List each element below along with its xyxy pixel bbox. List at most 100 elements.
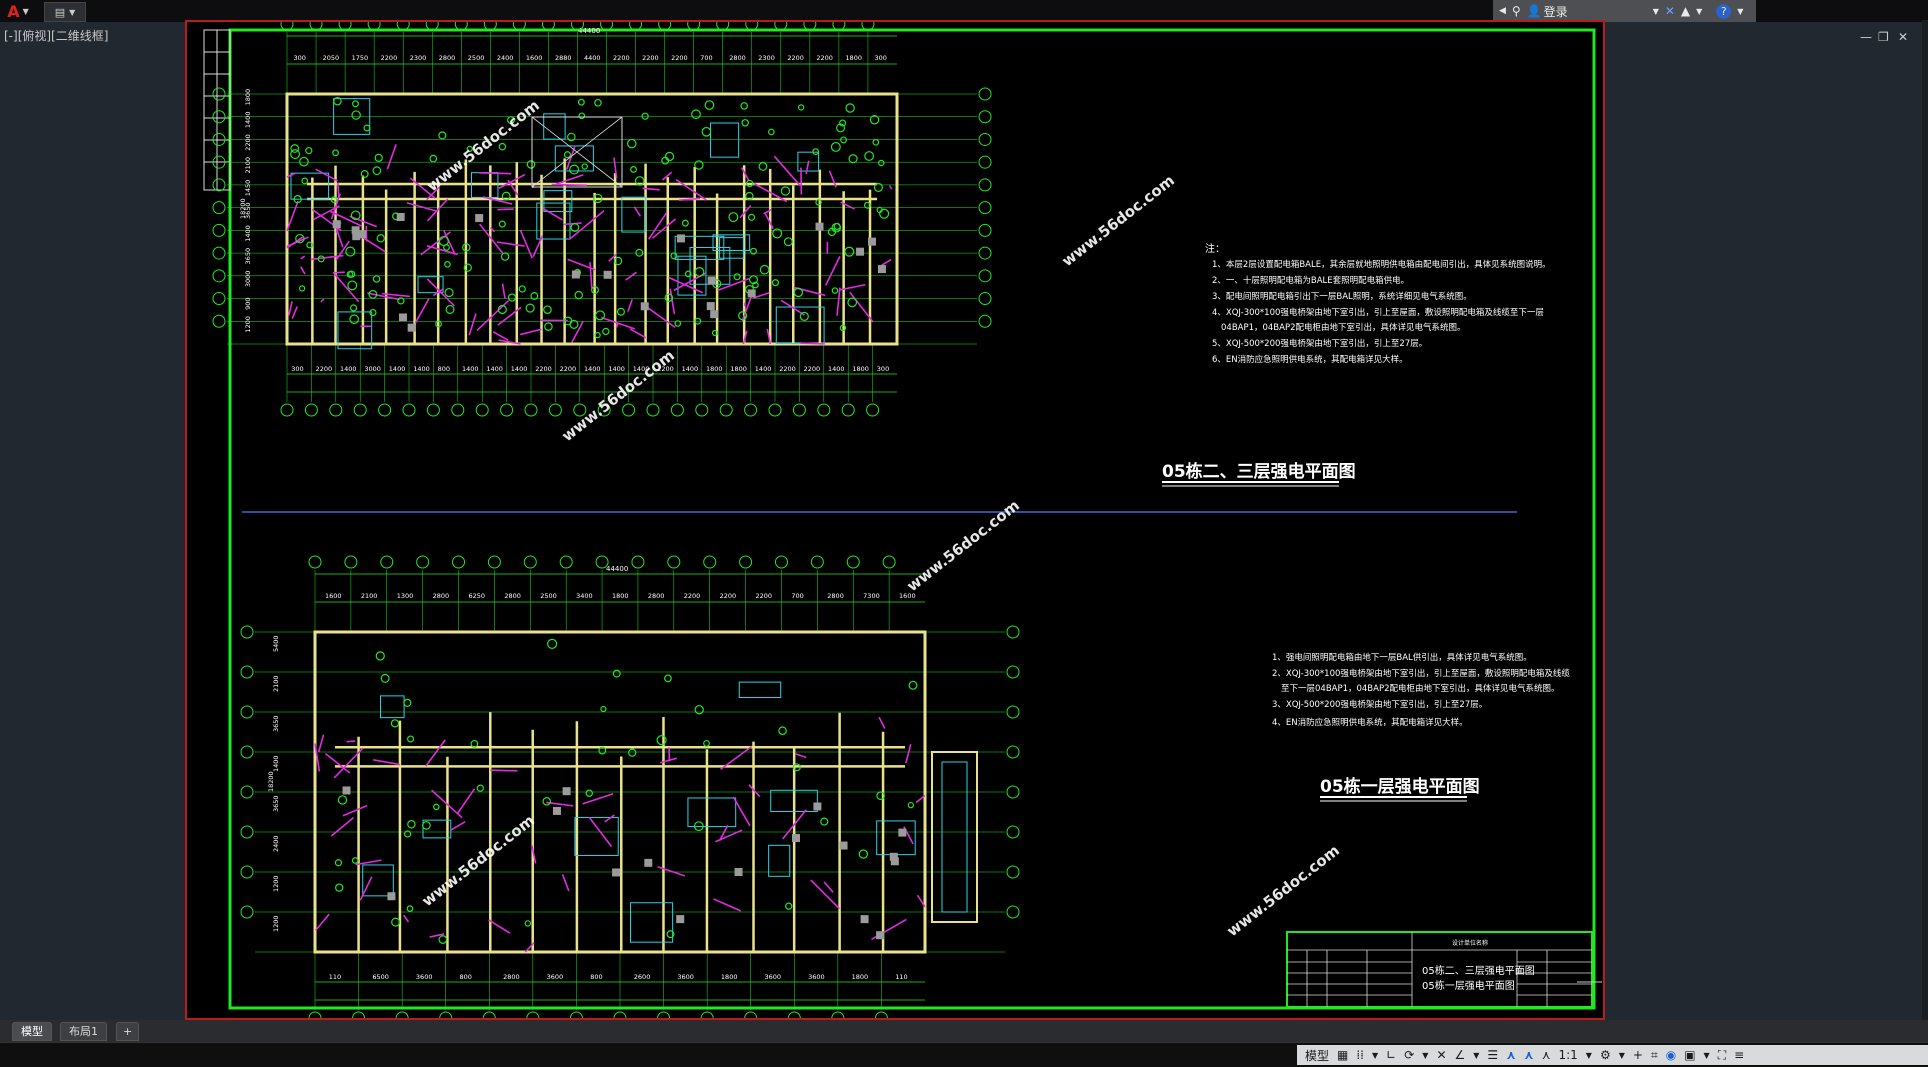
annotation-scale-icon[interactable]: ⋏ <box>1542 1048 1551 1062</box>
object-track-icon[interactable]: ∠ <box>1455 1048 1466 1062</box>
circuit-wire <box>301 267 305 274</box>
dimension-text: 1400 <box>486 365 503 373</box>
dimension-text: 2200 <box>613 54 630 62</box>
model-space-button[interactable]: 模型 <box>1305 1047 1329 1064</box>
axis-bubble <box>213 202 225 214</box>
circuit-wire <box>360 877 372 900</box>
light-fixture <box>779 727 786 734</box>
login-button[interactable]: 登录 <box>1544 3 1568 20</box>
triangle-icon[interactable]: ▲ <box>1681 4 1690 18</box>
axis-bubble <box>453 556 465 568</box>
axis-bubble <box>527 1012 539 1018</box>
dimension-text: 2400 <box>497 54 514 62</box>
dimension-text: 1400 <box>584 365 601 373</box>
dimension-text: 6500 <box>372 973 389 981</box>
minimize-icon[interactable]: — <box>1860 30 1872 44</box>
light-fixture <box>705 101 714 110</box>
grid-icon[interactable]: ▦ <box>1337 1048 1348 1062</box>
chevron-down-icon[interactable]: ▼ <box>1422 1051 1428 1060</box>
note-line: 3、配电间照明配电箱引出下一层BAL照明，系统详细见电气系统图。 <box>1212 291 1472 302</box>
gear-icon[interactable]: ⚙ <box>1600 1048 1611 1062</box>
close-icon[interactable]: ✕ <box>1898 30 1908 44</box>
dimension-text: 3000 <box>364 365 381 373</box>
structural-column <box>856 248 864 256</box>
viewport-controls[interactable]: [-][俯视][二维线框] <box>4 27 108 44</box>
circuit-wire <box>634 207 640 217</box>
app-menu-button[interactable]: A▼ <box>0 0 36 22</box>
dimension-text: 1800 <box>730 365 747 373</box>
isolate-icon[interactable]: ◉ <box>1666 1048 1676 1062</box>
structural-column <box>387 892 395 900</box>
light-fixture <box>671 253 677 259</box>
structural-column <box>710 310 718 318</box>
axis-bubble <box>745 1012 757 1018</box>
light-fixture <box>695 268 704 277</box>
tab-model[interactable]: 模型 <box>12 1022 52 1041</box>
auto-scale-icon[interactable]: ⋏ <box>1524 1048 1534 1062</box>
axis-bubble <box>549 404 561 416</box>
plus-icon[interactable]: + <box>1633 1048 1643 1062</box>
light-fixture <box>392 918 400 926</box>
dimension-text: 700 <box>700 54 712 62</box>
arrow-left-icon[interactable]: ◀ <box>1499 6 1506 16</box>
chevron-down-icon[interactable]: ▼ <box>1737 7 1743 16</box>
circuit-wire <box>774 156 800 185</box>
chevron-down-icon[interactable]: ▼ <box>1653 7 1659 16</box>
add-layout-button[interactable]: + <box>116 1022 139 1041</box>
watermark-text: www.56doc.com <box>558 346 678 445</box>
light-fixture <box>908 803 913 808</box>
tab-layout1[interactable]: 布局1 <box>60 1022 107 1041</box>
chevron-down-icon[interactable]: ▼ <box>1696 7 1702 16</box>
axis-bubble <box>281 404 293 416</box>
lineweight-icon[interactable]: ☰ <box>1487 1048 1498 1062</box>
chevron-down-icon[interactable]: ▼ <box>1704 1051 1710 1060</box>
quick-access-toolbar[interactable]: ▤▼ <box>44 2 86 22</box>
dimension-text: 110 <box>895 973 907 981</box>
chevron-down-icon[interactable]: ▼ <box>1586 1051 1592 1060</box>
hardware-accel-icon[interactable]: ⌗ <box>1651 1048 1658 1063</box>
chevron-down-icon[interactable]: ▼ <box>1619 1051 1625 1060</box>
exchange-icon[interactable]: ✕ <box>1665 4 1675 18</box>
light-fixture <box>734 274 740 280</box>
light-fixture <box>404 699 411 706</box>
circuit-wire <box>649 212 667 239</box>
light-fixture <box>675 321 680 326</box>
circuit-wire <box>346 741 355 742</box>
circuit-wire <box>796 754 806 758</box>
dimension-text: 2200 <box>720 592 737 600</box>
binoculars-icon[interactable]: ⚲ <box>1512 4 1521 18</box>
axis-bubble <box>241 746 253 758</box>
polar-icon[interactable]: ⟳ <box>1404 1048 1414 1062</box>
circuit-wire <box>477 301 508 331</box>
light-fixture <box>613 670 620 677</box>
ortho-icon[interactable]: ∟ <box>1386 1048 1396 1062</box>
light-fixture <box>603 328 609 334</box>
vertical-scrollbar[interactable] <box>1922 20 1928 1020</box>
dimension-text: 2300 <box>758 54 775 62</box>
snap-icon[interactable]: ⁞⁞ <box>1356 1048 1364 1062</box>
dimension-text: 1400 <box>462 365 479 373</box>
side-dimension-text: 3650 <box>272 715 280 732</box>
chevron-down-icon: ▼ <box>23 7 29 16</box>
dimension-text: 2200 <box>787 54 804 62</box>
dimension-text: 2200 <box>684 592 701 600</box>
customize-menu-icon[interactable]: ≡ <box>1734 1048 1744 1062</box>
axis-bubble <box>704 556 716 568</box>
dimension-text: 1800 <box>612 592 629 600</box>
chevron-down-icon[interactable]: ▼ <box>1372 1051 1378 1060</box>
restore-icon[interactable]: ❐ <box>1878 30 1889 44</box>
light-fixture <box>631 167 637 173</box>
circuit-wire <box>489 920 510 933</box>
scale-value[interactable]: 1:1 <box>1558 1048 1577 1062</box>
osnap-icon[interactable]: ✕ <box>1436 1048 1446 1062</box>
help-icon[interactable]: ? <box>1716 4 1731 19</box>
circuit-wire <box>658 867 685 876</box>
graphics-icon[interactable]: ▣ <box>1684 1048 1695 1062</box>
chevron-down-icon[interactable]: ▼ <box>1473 1051 1479 1060</box>
axis-bubble <box>213 247 225 259</box>
clean-screen-icon[interactable]: ⛶ <box>1718 1048 1726 1063</box>
annotation-visibility-icon[interactable]: ⋏ <box>1506 1048 1516 1062</box>
